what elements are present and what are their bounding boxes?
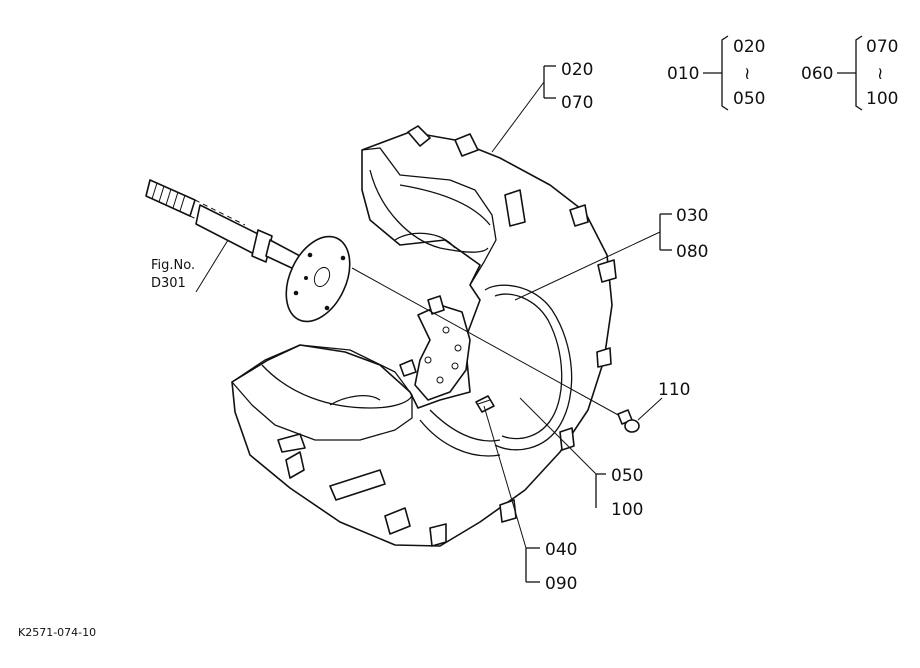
tread-lug <box>504 189 526 227</box>
hub-tab <box>427 295 445 315</box>
hub-bolt-hole <box>424 356 432 364</box>
hub-center <box>414 304 471 401</box>
upper-cut-edge <box>361 147 497 286</box>
hub-tab <box>399 359 417 377</box>
rim-outer <box>484 284 573 451</box>
fig-ref-line1: Fig.No. <box>151 258 195 273</box>
assembly-axis-line <box>351 267 621 417</box>
callout-040: 040 <box>545 540 577 560</box>
flange-hole <box>304 276 308 280</box>
upper-bead <box>394 232 456 249</box>
shaft-body <box>195 204 263 257</box>
hub-flange <box>285 235 351 323</box>
lower-cut-edge <box>231 344 413 441</box>
tread-lug <box>329 469 386 501</box>
fig-reference: Fig.No. D301 <box>151 239 229 293</box>
rim-inner <box>494 293 563 440</box>
figure-code: K2571-074-10 <box>18 626 96 639</box>
callout-050-100: 050 100 <box>519 397 643 520</box>
valve-stem-line <box>477 399 491 405</box>
leader-040 <box>483 405 527 549</box>
shaft-spline <box>145 179 196 217</box>
tread-lug <box>384 507 411 535</box>
leader-050 <box>519 397 597 475</box>
range-tilde: ≀ <box>744 64 750 84</box>
tread-lug <box>597 259 617 283</box>
callout-110: 110 <box>658 380 690 400</box>
lower-bead <box>329 395 381 406</box>
hub-bolt-hole <box>436 376 444 384</box>
range-bracket <box>721 35 729 111</box>
callout-020-070: 020 070 <box>491 60 593 153</box>
tread-lug <box>429 523 447 547</box>
leader-020 <box>491 81 545 153</box>
leader-030 <box>514 231 661 301</box>
callout-080: 080 <box>676 242 708 262</box>
tread-lug <box>499 499 517 523</box>
flange-hole <box>293 290 299 296</box>
hub-bolt-hole <box>454 344 462 352</box>
hub-bolt-hole <box>451 362 459 370</box>
callout-100: 100 <box>611 500 643 520</box>
rim-lower-edge <box>419 419 501 457</box>
bolt-head <box>624 419 640 433</box>
callout-040-090: 040 090 <box>483 405 577 594</box>
callout-020: 020 <box>561 60 593 80</box>
tread-lug <box>569 204 589 227</box>
spline-teeth <box>151 182 186 212</box>
tire-silhouette <box>231 131 613 547</box>
tread-lug <box>277 433 306 453</box>
upper-sidewall <box>399 184 491 226</box>
range-to-100: 100 <box>866 89 898 109</box>
range-group-010: 010 020 ≀ 050 <box>667 35 765 111</box>
range-key-060: 060 <box>801 64 833 84</box>
axle-shaft <box>145 179 301 271</box>
callout-030-080: 030 080 <box>514 206 708 301</box>
range-group-060: 060 070 ≀ 100 <box>801 35 898 111</box>
range-to-050: 050 <box>733 89 765 109</box>
hub-bolt-hole <box>442 326 450 334</box>
callout-090: 090 <box>545 574 577 594</box>
bolt-110: 110 <box>617 380 690 433</box>
flange-hole <box>307 252 313 258</box>
range-from-070: 070 <box>866 37 898 57</box>
flange-hole <box>324 305 330 311</box>
wheel-assembly <box>231 125 617 547</box>
tread-lug <box>559 427 575 451</box>
rim-lower-edge-inner <box>429 409 501 442</box>
tread-lug <box>454 133 479 157</box>
flange-center <box>313 266 331 288</box>
leader-110 <box>637 397 663 421</box>
range-from-020: 020 <box>733 37 765 57</box>
flange-disc <box>285 235 351 323</box>
callout-030: 030 <box>676 206 708 226</box>
callout-070: 070 <box>561 93 593 113</box>
fig-ref-leader <box>195 239 229 293</box>
range-bracket <box>855 35 863 111</box>
range-key-010: 010 <box>667 64 699 84</box>
flange-hole <box>340 255 346 261</box>
upper-inner-wall <box>369 169 489 253</box>
tread-lug <box>596 347 612 368</box>
tread-lug <box>407 125 431 147</box>
callout-050: 050 <box>611 466 643 486</box>
lower-inner-wall <box>261 364 413 409</box>
range-tilde: ≀ <box>877 64 883 84</box>
tread-lug <box>285 451 305 479</box>
fig-ref-line2: D301 <box>151 276 186 291</box>
